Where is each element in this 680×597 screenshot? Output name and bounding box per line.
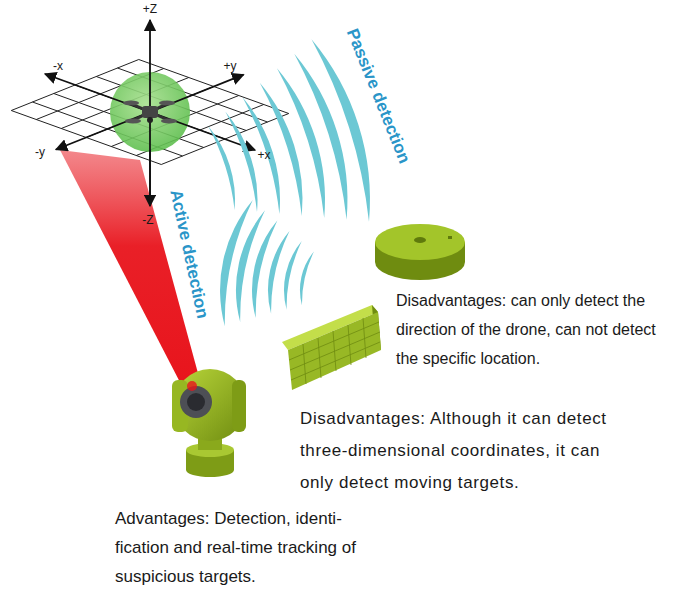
wave-label: Passive detection: [342, 26, 415, 167]
camera-turret: [172, 369, 246, 477]
note-text: Advantages: Detection, identi- fication …: [115, 504, 397, 591]
passive-wave: [294, 54, 347, 220]
passive-sensor: [375, 224, 465, 280]
axis-label: +x: [257, 148, 270, 162]
active-wave: [268, 231, 290, 314]
axis-label: +Z: [143, 2, 157, 16]
active-wave: [220, 200, 253, 326]
axis-label: -Z: [142, 213, 153, 227]
active-wave: [284, 241, 302, 310]
passive-wave: [243, 97, 280, 214]
active-wave: [300, 251, 314, 305]
passive-wave: [225, 112, 257, 212]
axis-label: +y: [223, 59, 236, 73]
note-text: Disadvantages: can only detect the direc…: [396, 286, 674, 373]
active-wave: [252, 221, 277, 318]
detection-waves: [208, 39, 370, 326]
drone: [123, 101, 177, 124]
passive-wave: [208, 126, 235, 210]
axes: [45, 20, 255, 206]
note-text: Disadvantages: Although it can detect th…: [300, 403, 636, 499]
axis-label: -y: [35, 145, 45, 159]
axis-label: -x: [53, 59, 63, 73]
radar-panel: [282, 305, 381, 390]
